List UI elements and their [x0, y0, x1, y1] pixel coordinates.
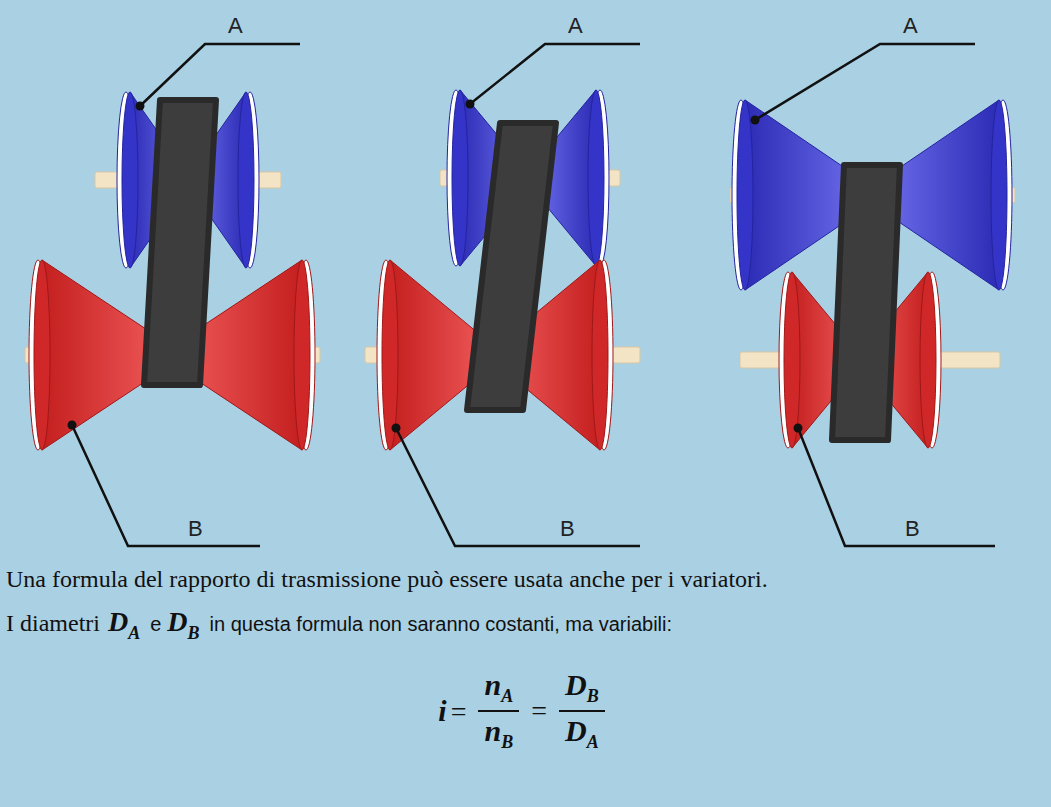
- text-line: Una formula del rapporto di trasmissione…: [6, 566, 1046, 593]
- leader-dots: [68, 100, 803, 433]
- part-label: B: [188, 518, 203, 540]
- subscript: B: [587, 686, 599, 707]
- subscript: B: [188, 623, 200, 644]
- subscript: A: [128, 623, 140, 644]
- denominator: nB: [478, 712, 519, 754]
- body-text: in questa formula non saranno costanti, …: [210, 613, 672, 636]
- part-label: A: [903, 15, 918, 37]
- body-text: Una formula del rapporto di trasmissione…: [6, 566, 768, 592]
- subscript: A: [501, 686, 513, 707]
- symbol: n: [484, 714, 501, 748]
- symbol: D: [108, 606, 128, 638]
- part-label: B: [560, 518, 575, 540]
- belt: [467, 123, 556, 410]
- operator: =: [451, 696, 467, 728]
- symbol: D: [565, 668, 587, 702]
- part-label: A: [568, 15, 583, 37]
- denominator: DA: [559, 712, 605, 754]
- belt: [144, 100, 216, 385]
- formula: i= nA nB = DB DA: [0, 668, 1051, 754]
- numerator: nA: [478, 668, 519, 712]
- numerator: DB: [559, 668, 605, 712]
- fraction: nA nB: [478, 668, 519, 754]
- formula-term: =: [527, 695, 551, 727]
- text-line: I diametriDAeDBin questa formula non sar…: [6, 606, 1046, 638]
- part-label: B: [905, 518, 920, 540]
- belt: [832, 165, 900, 440]
- leader-lines: [72, 44, 995, 546]
- body-text: e: [150, 613, 161, 636]
- subscript: B: [501, 732, 513, 753]
- symbol: n: [484, 668, 501, 702]
- symbol: D: [167, 606, 187, 638]
- body-text: I diametri: [6, 610, 100, 637]
- operator: =: [531, 695, 547, 727]
- part-label: A: [228, 15, 243, 37]
- symbol: i: [438, 694, 446, 728]
- fraction: DB DA: [559, 668, 605, 754]
- subscript: A: [587, 732, 599, 753]
- formula-term: i=: [438, 694, 470, 728]
- symbol: D: [565, 714, 587, 748]
